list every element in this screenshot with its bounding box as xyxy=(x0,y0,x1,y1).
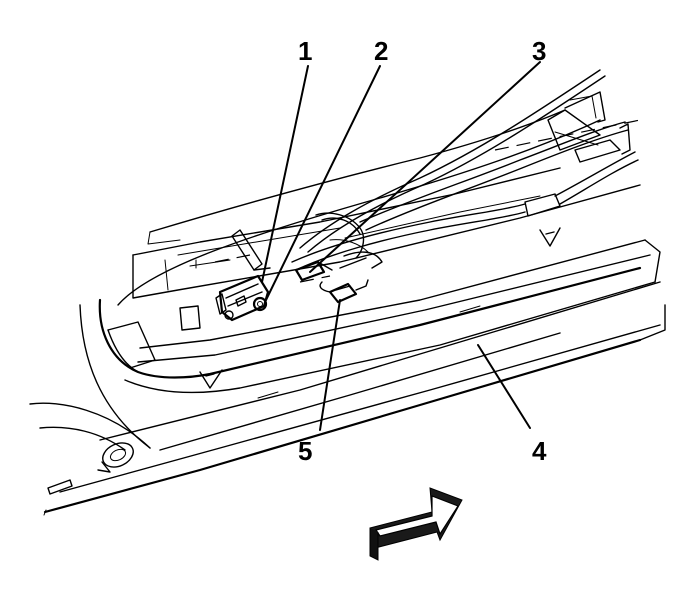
step-plate xyxy=(98,227,661,399)
forward-arrow-icon xyxy=(369,487,463,561)
harness-connector xyxy=(294,251,383,282)
connector-5 xyxy=(319,279,369,304)
leader-2 xyxy=(265,65,381,301)
module-bolt xyxy=(252,296,268,312)
leader-4 xyxy=(477,344,531,429)
hidden-lines xyxy=(214,119,641,283)
door-opening-outline xyxy=(117,91,606,306)
callout-4: 4 xyxy=(532,436,547,466)
callout-2: 2 xyxy=(374,36,388,66)
callout-5: 5 xyxy=(298,436,312,466)
leader-5 xyxy=(319,299,341,431)
callout-labels: 1 2 3 4 5 xyxy=(298,36,547,466)
leader-1 xyxy=(261,65,309,283)
strap-handle xyxy=(231,229,271,271)
leader-lines xyxy=(261,61,541,431)
wiring-harness xyxy=(291,69,639,271)
rocker-outer xyxy=(29,281,666,516)
sensor-module xyxy=(215,274,270,322)
callout-3: 3 xyxy=(532,36,546,66)
leader-3 xyxy=(309,61,541,273)
callout-1: 1 xyxy=(298,36,312,66)
